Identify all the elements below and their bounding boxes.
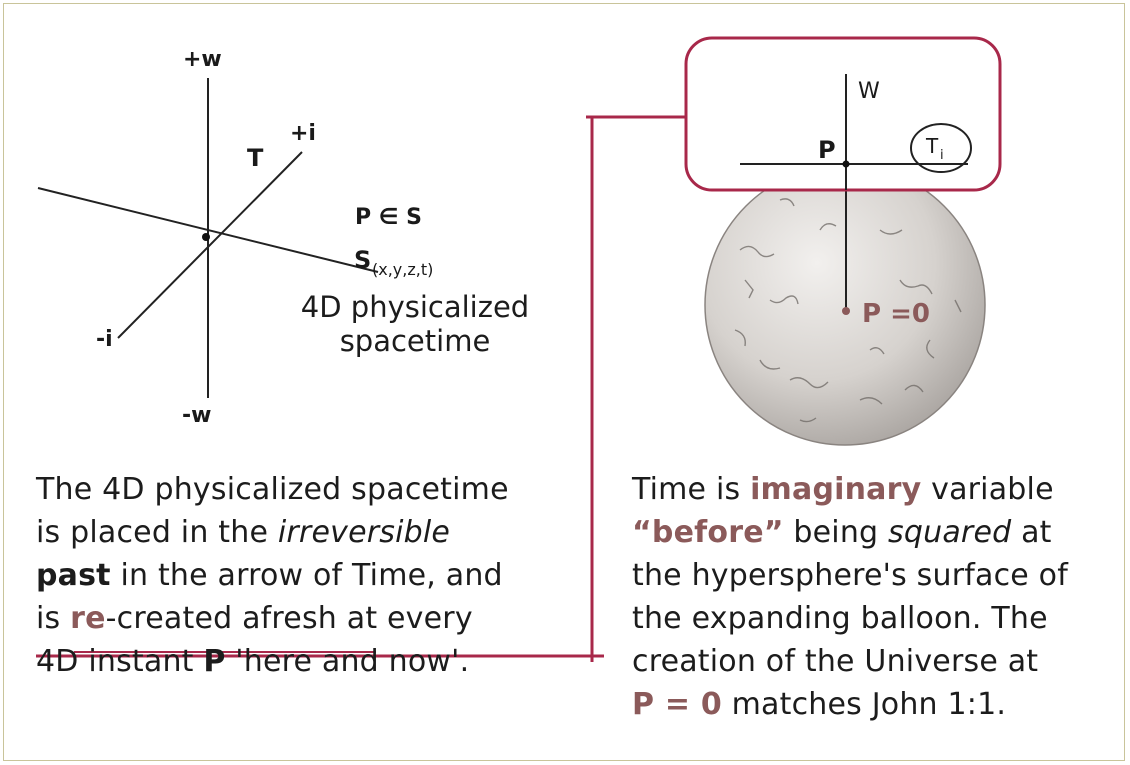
right-line-2d: at xyxy=(1011,515,1052,550)
point-p xyxy=(842,160,850,168)
left-line-4c: -created afresh at every xyxy=(105,601,473,636)
plus-w-label: +w xyxy=(183,47,222,72)
left-paragraph: The 4D physicalized spacetime is placed … xyxy=(36,468,596,683)
left-line-2a: is placed in the xyxy=(36,515,278,550)
center-point xyxy=(842,307,850,315)
minus-w-label: -w xyxy=(182,403,211,428)
left-axes: +w -w +i -i T P ∈ S S (x,y,z,t) xyxy=(37,47,433,428)
imaginary-word: imaginary xyxy=(750,472,922,507)
p-equals-zero: P = 0 xyxy=(632,687,722,722)
connector-bracket xyxy=(36,115,686,662)
before-word: “before” xyxy=(632,515,784,550)
left-line-4a: is xyxy=(36,601,71,636)
left-line-1: The 4D physicalized spacetime xyxy=(36,472,509,507)
right-line-4: the expanding balloon. The xyxy=(632,601,1048,636)
sphere-texture xyxy=(734,198,962,423)
past-word: past xyxy=(36,558,111,593)
right-line-2b: being xyxy=(783,515,889,550)
re-word: re xyxy=(70,601,106,636)
caption-line-1: 4D physicalized xyxy=(300,290,530,324)
figure-frame xyxy=(3,3,1125,761)
hypersphere: P =0 xyxy=(704,160,986,446)
squared-word: squared xyxy=(888,515,1012,550)
spacetime-caption: 4D physicalized spacetime xyxy=(280,290,550,358)
caption-line-2: spacetime xyxy=(339,324,491,358)
right-line-1a: Time is xyxy=(632,472,751,507)
right-line-3: the hypersphere's surface of xyxy=(632,558,1068,593)
left-line-5a: 4D instant xyxy=(36,644,204,679)
p-instant: P xyxy=(203,644,226,679)
right-line-1c: variable xyxy=(921,472,1054,507)
right-line-5: creation of the Universe at xyxy=(632,644,1039,679)
time-circle xyxy=(910,123,972,173)
zoom-box-border xyxy=(684,36,1002,192)
x-axis-line xyxy=(37,187,379,273)
s-subscript: (x,y,z,t) xyxy=(372,260,433,279)
minus-i-label: -i xyxy=(96,327,113,352)
t-subscript-right: i xyxy=(940,148,944,163)
p-label-right: P xyxy=(818,136,836,164)
right-paragraph: Time is imaginary variable “before” bein… xyxy=(632,468,1122,726)
right-line-6b: matches John 1:1. xyxy=(721,687,1007,722)
irreversible-word: irreversible xyxy=(277,515,451,550)
set-relation: P ∈ S xyxy=(355,205,422,230)
origin-point xyxy=(202,233,210,241)
t-label-right: T xyxy=(925,134,939,158)
plus-i-label: +i xyxy=(290,121,316,146)
zoom-box: W P T i xyxy=(684,36,1002,192)
w-label-right: W xyxy=(858,79,880,104)
center-label: P =0 xyxy=(862,299,930,329)
left-line-5c: 'here and now'. xyxy=(225,644,470,679)
t-axis-label: T xyxy=(247,144,264,172)
i-axis xyxy=(117,151,303,339)
left-line-3b: in the arrow of Time, and xyxy=(110,558,503,593)
s-label: S xyxy=(354,246,371,274)
